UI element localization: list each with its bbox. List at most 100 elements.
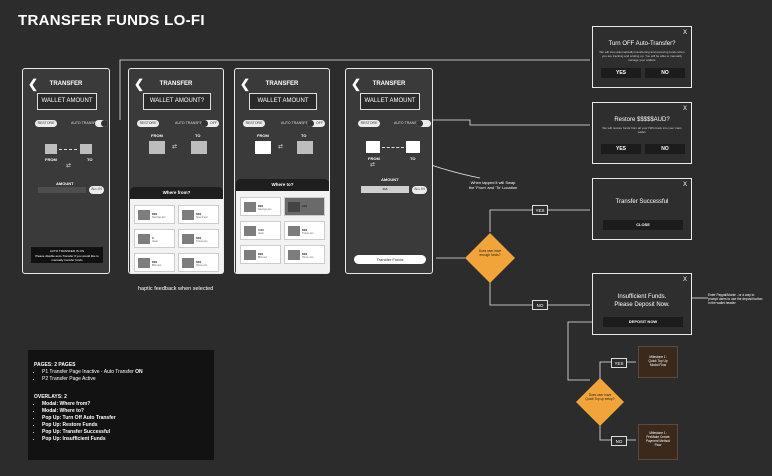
from-label: FROM [368, 156, 380, 161]
restore-button[interactable]: RESTORE [35, 120, 57, 127]
swap-caption: When tapped it will Swap the 'From' and … [468, 180, 518, 190]
screen-title: TRANSFER [49, 81, 83, 87]
decision-enough-funds [465, 233, 515, 283]
account-card[interactable]: $$$Bills acc [134, 253, 175, 272]
swap-icon[interactable]: ⇄ [66, 163, 72, 169]
account-card[interactable]: $$$Travel acc [178, 229, 219, 248]
to-label: TO [87, 157, 93, 162]
restore-button[interactable]: RESTORE [137, 120, 159, 127]
account-card-title: $$$ [152, 212, 158, 216]
to-account-box[interactable] [191, 141, 207, 154]
back-icon[interactable]: ❮ [351, 77, 362, 91]
amount-input[interactable]: $$$ [361, 186, 409, 193]
popup-title: Insufficient Funds. Please Deposit Now. [614, 294, 670, 308]
wallet-amount: WALLET AMOUNT [360, 93, 420, 110]
amount-input[interactable] [38, 187, 86, 193]
to-label: TO [301, 133, 307, 138]
to-label: TO [410, 156, 416, 161]
toggle-off-label: OFF [316, 121, 323, 125]
account-card[interactable]: $$$Spend acc [284, 197, 325, 216]
account-card[interactable]: $$$Home acc [284, 245, 325, 264]
screen-title: TRANSFER [159, 81, 193, 87]
account-card[interactable]: $$$Savings acc [134, 205, 175, 224]
close-icon[interactable]: X [682, 182, 687, 188]
milestone-payment-method: Milestone 1: PreMake Create Payment Meth… [638, 424, 678, 460]
popup-insufficient-funds: X Insufficient Funds. Please Deposit Now… [592, 273, 692, 335]
popup-subtitle: We will restore funds from all your ISPs… [602, 126, 682, 134]
yes-tag: YES [532, 205, 548, 215]
account-card[interactable]: $$$Savings acc [240, 197, 281, 216]
wallet-amount: WALLET AMOUNT? [143, 93, 211, 110]
back-icon[interactable]: ❮ [28, 77, 39, 91]
deposit-now-button[interactable]: DEPOSIT NOW [603, 317, 683, 327]
account-card[interactable]: $$$Travel acc [284, 221, 325, 240]
overlays-list: Modal: Where from?Modal: Where to?Pop Up… [34, 401, 210, 443]
where-to-title: Where to? [236, 179, 329, 191]
from-account-box[interactable] [45, 144, 57, 154]
account-thumbnail [244, 250, 256, 260]
swap-icon[interactable]: ⇄ [370, 162, 376, 168]
from-account-box[interactable] [149, 141, 165, 154]
restore-button[interactable]: RESTORE [358, 120, 380, 127]
close-icon[interactable]: X [682, 106, 687, 112]
account-card-subtitle: Bills acc [258, 256, 268, 259]
pages-overlays-info: PAGES: 2 PAGES P1 Transfer Page Inactive… [28, 350, 214, 460]
from-account-box[interactable] [255, 141, 271, 154]
auto-transfer-toggle[interactable]: OFF [201, 120, 219, 127]
close-button[interactable]: CLOSE [603, 220, 683, 230]
connector-auto-transfer [119, 59, 590, 120]
account-card-title: $$$ [258, 204, 264, 208]
to-account-box[interactable] [297, 141, 313, 154]
no-button[interactable]: NO [645, 144, 685, 154]
account-thumbnail [244, 202, 256, 212]
no-button[interactable]: NO [645, 68, 685, 78]
yes-button[interactable]: YES [601, 68, 641, 78]
swap-icon[interactable]: ⇄ [172, 144, 178, 150]
to-label: TO [195, 133, 201, 138]
popup-restore-funds: X Restore $$$$$AUD? We will restore fund… [592, 102, 692, 164]
auto-transfer-on-notice: AUTO TRANSFER IS ON Please disable auto-… [31, 247, 103, 263]
no2-tag: NO [611, 436, 627, 446]
all-in-button[interactable]: ALL IN [89, 186, 104, 194]
phone-where-from: ❮ TRANSFER WALLET AMOUNT? RESTORE AUTO T… [128, 68, 224, 274]
transfer-funds-button[interactable]: Transfer Funds [354, 255, 426, 264]
to-account-box[interactable] [80, 144, 92, 154]
transfer-path-line [382, 147, 404, 148]
restore-button[interactable]: RESTORE [243, 120, 265, 127]
page-item: P1 Transfer Page Inactive - Auto Transfe… [42, 369, 210, 376]
auto-transfer-label: AUTO TRANSFER [71, 121, 101, 125]
auto-transfer-toggle[interactable] [416, 120, 431, 127]
account-thumbnail [288, 250, 300, 260]
back-icon[interactable]: ❮ [240, 77, 251, 91]
from-account-box[interactable] [366, 141, 380, 153]
account-card-subtitle: Spend acc [302, 208, 314, 211]
phone-transfer-active: ❮ TRANSFER WALLET AMOUNT RESTORE AUTO TR… [345, 68, 433, 274]
swap-icon[interactable]: ⇄ [278, 144, 284, 150]
account-card[interactable]: $$$Bills acc [240, 245, 281, 264]
account-card-title: 0 [152, 236, 154, 240]
deposit-note: Enter Paypal/Monie - or a way to prompt … [708, 293, 763, 306]
account-card[interactable]: $$$Home acc [178, 253, 219, 272]
to-account-box[interactable] [406, 141, 420, 153]
back-icon[interactable]: ❮ [134, 77, 145, 91]
account-card-title: 0.00 [258, 228, 264, 232]
account-card-title: $$$ [196, 260, 202, 264]
yes2-tag: YES [611, 358, 627, 368]
auto-transfer-toggle[interactable] [95, 120, 108, 127]
yes-button[interactable]: YES [601, 144, 641, 154]
auto-transfer-toggle[interactable]: OFF [307, 120, 325, 127]
account-card-subtitle: Spend acc [196, 216, 208, 219]
account-card-subtitle: Travel acc [302, 232, 314, 235]
overlay-item: Pop Up: Turn Off Auto Transfer [42, 415, 210, 422]
overlay-item: Pop Up: Insufficient Funds [42, 436, 210, 443]
account-card[interactable]: $$$Spend acc [178, 205, 219, 224]
close-icon[interactable]: X [682, 277, 687, 283]
account-card-subtitle: Savings acc [258, 208, 272, 211]
account-thumbnail [138, 210, 150, 220]
all-in-button[interactable]: ALL IN [412, 186, 427, 194]
close-icon[interactable]: X [682, 30, 687, 36]
page-1-on: ON [135, 369, 143, 375]
